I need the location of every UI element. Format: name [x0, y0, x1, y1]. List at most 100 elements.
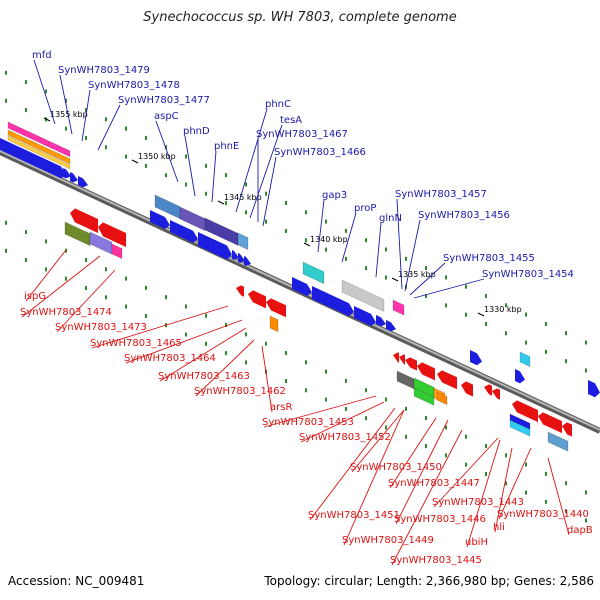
- tick-dot: [585, 340, 587, 345]
- tick-dot: [225, 201, 227, 206]
- tick-dot: [565, 509, 567, 514]
- forward-gene-label: glnN: [379, 213, 402, 224]
- tick-dot: [485, 471, 487, 476]
- gene-arrow-reverse: [417, 362, 435, 381]
- tick-dot: [165, 145, 167, 150]
- tick-dot: [505, 331, 507, 336]
- tick-dot: [525, 312, 527, 317]
- tick-dot: [145, 313, 147, 318]
- feature-bar: [519, 351, 531, 368]
- tick-dot: [505, 481, 507, 486]
- kbp-label: 1345 kbp: [224, 193, 262, 202]
- reverse-gene-label: SynWH7803_1445: [390, 555, 482, 566]
- gene-arrow-reverse: [492, 388, 500, 400]
- feature-bar: [7, 129, 71, 165]
- tick-dot: [285, 228, 287, 233]
- reverse-gene-label: ispG: [24, 291, 46, 302]
- gene-arrow-forward: [78, 176, 88, 188]
- forward-gene-label: phnD: [183, 126, 210, 137]
- label-leaders: [21, 59, 570, 566]
- forward-gene-label: SynWH7803_1479: [58, 65, 150, 76]
- feature-bar: [89, 231, 113, 255]
- gene-arrow-reverse: [248, 290, 266, 309]
- tick-dot: [525, 490, 527, 495]
- reverse-leader: [395, 419, 449, 525]
- reverse-leader: [91, 305, 229, 349]
- forward-gene-label: mfd: [32, 50, 52, 61]
- tick-dot: [325, 247, 327, 252]
- gene-arrow-reverse: [512, 400, 538, 423]
- reverse-gene-label: SynWH7803_1440: [497, 509, 589, 520]
- gene-arrow-forward: [150, 210, 170, 229]
- forward-leader: [235, 108, 268, 213]
- tick-dot: [285, 350, 287, 355]
- feature-bar: [269, 315, 279, 333]
- tick-dot: [365, 238, 367, 243]
- tick-dot: [325, 397, 327, 402]
- tick-dot: [225, 173, 227, 178]
- tick-dot: [345, 228, 347, 233]
- forward-gene-label: SynWH7803_1455: [443, 253, 535, 264]
- gene-arrow-forward: [70, 172, 78, 183]
- tick-dot: [285, 200, 287, 205]
- tick-dot: [345, 406, 347, 411]
- reverse-leader: [351, 409, 405, 473]
- gene-arrow-forward: [292, 277, 312, 296]
- reverse-leader: [263, 395, 377, 428]
- tick-dot: [425, 444, 427, 449]
- reverse-leader: [261, 345, 273, 413]
- tick-dot: [165, 295, 167, 300]
- reverse-leader: [498, 447, 532, 520]
- kbp-tick: [217, 200, 225, 205]
- tick-dot: [505, 303, 507, 308]
- forward-gene-label: SynWH7803_1477: [118, 95, 210, 106]
- kbp-tick: [477, 312, 485, 317]
- tick-dot: [445, 275, 447, 280]
- gene-arrow-forward: [588, 380, 600, 398]
- tick-dot: [85, 107, 87, 112]
- tick-dot: [185, 182, 187, 187]
- tick-dot: [385, 425, 387, 430]
- reverse-gene-label: SynWH7803_1449: [342, 535, 434, 546]
- tick-dot: [25, 230, 27, 235]
- kbp-tick: [43, 117, 51, 122]
- tick-dot: [425, 294, 427, 299]
- reverse-gene-label: hli: [493, 522, 505, 533]
- reverse-gene-label: SynWH7803_1452: [299, 432, 391, 443]
- tick-dot: [5, 70, 7, 75]
- gene-arrow-forward: [354, 306, 376, 326]
- forward-leader: [341, 212, 357, 263]
- tick-dot: [265, 341, 267, 346]
- reverse-leader: [159, 327, 247, 382]
- reverse-leader: [300, 401, 385, 443]
- tick-dot: [245, 210, 247, 215]
- kbp-label: 1330 kbp: [484, 305, 522, 314]
- tick-dot: [265, 219, 267, 224]
- kbp-label: 1350 kbp: [138, 152, 176, 161]
- tick-dot: [65, 98, 67, 103]
- feature-bar: [204, 217, 239, 246]
- tick-dot: [205, 163, 207, 168]
- tick-dot: [85, 257, 87, 262]
- gene-arrow-reverse: [437, 370, 457, 390]
- tick-dot: [545, 349, 547, 354]
- tick-dot: [485, 443, 487, 448]
- tick-dot: [365, 266, 367, 271]
- gene-arrow-forward: [470, 350, 482, 366]
- tick-dot: [145, 135, 147, 140]
- forward-leader: [375, 222, 382, 278]
- feature-bar: [7, 135, 71, 170]
- tick-dot: [205, 313, 207, 318]
- forward-gene-label: phnC: [265, 99, 291, 110]
- kbp-tick: [303, 242, 311, 247]
- gene-arrow-reverse: [393, 352, 399, 363]
- reverse-leader: [25, 249, 67, 302]
- reverse-gene-label: SynWH7803_1465: [90, 338, 182, 349]
- map-title: Synechococcus sp. WH 7803, complete geno…: [143, 10, 457, 25]
- tick-dot: [345, 256, 347, 261]
- tick-dot: [225, 323, 227, 328]
- forward-leader: [262, 156, 277, 227]
- tick-dot: [545, 499, 547, 504]
- feature-bar: [111, 243, 123, 260]
- tick-dot: [105, 295, 107, 300]
